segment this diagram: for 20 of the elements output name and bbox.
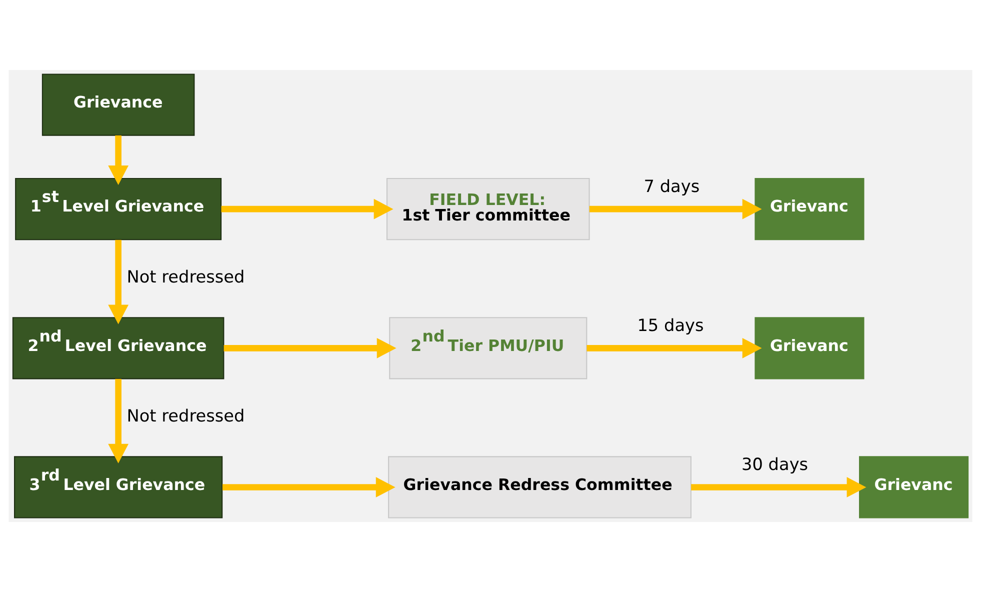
edge-label: 7 days [644,176,700,196]
arrow [108,240,129,324]
edge-label: Not redressed [126,266,245,287]
arrow [224,338,396,358]
arrow [586,338,762,358]
arrow [589,198,762,220]
arrow [108,378,129,464]
node-box: Grievanc [859,456,969,518]
node-box: FIELD LEVEL: 1st Tier committee [386,178,590,240]
edge-label: Not redressed [126,406,245,426]
arrow [108,135,129,185]
node-box: Grievanc [754,317,864,380]
node-box: Grievance Redress Committee [388,456,692,518]
node-box: Grievanc [754,178,864,240]
arrow [691,477,866,498]
edge-label: 15 days [637,315,704,336]
node-box: Grievance [42,74,195,136]
edge-label: 30 days [742,454,808,474]
arrow [222,477,396,498]
arrow [221,198,394,220]
